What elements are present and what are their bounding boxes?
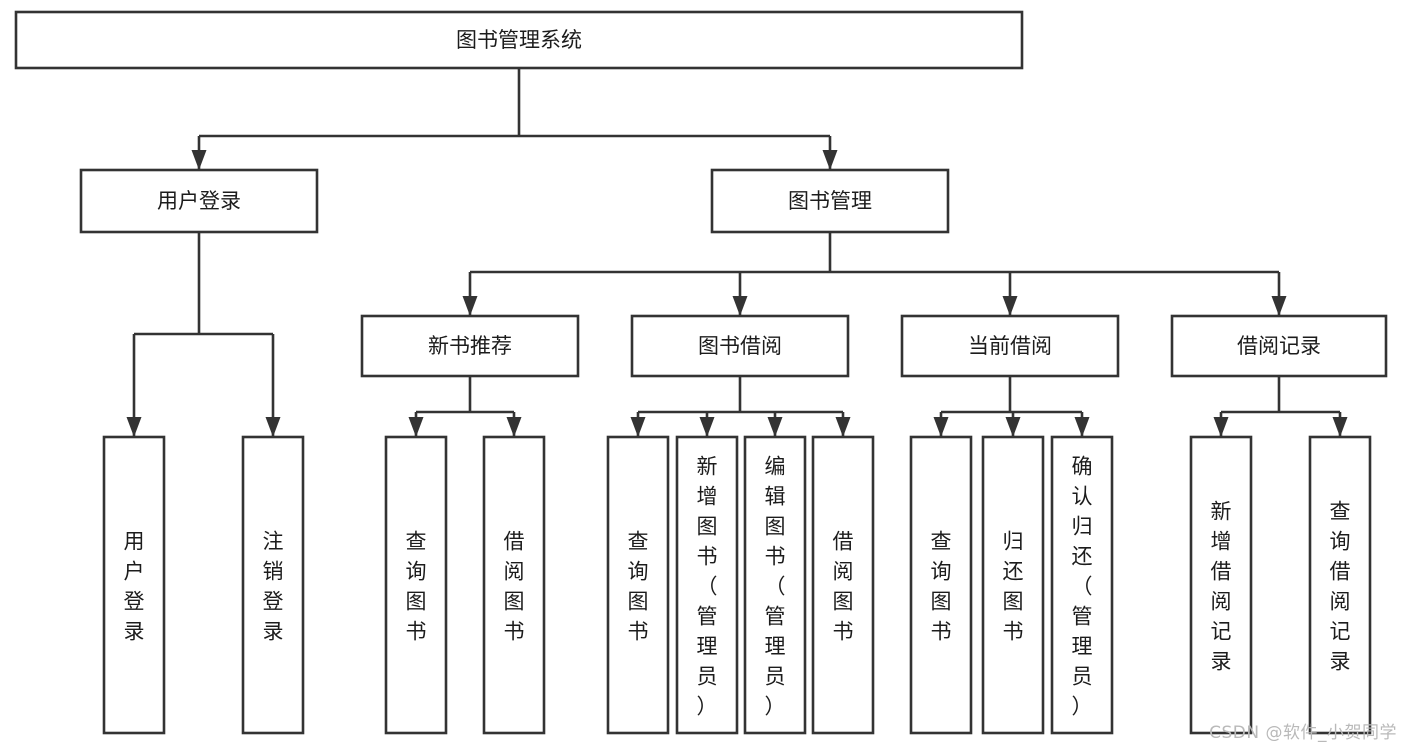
node-leaf-query-book-2[interactable]: 查询图书 bbox=[606, 435, 670, 735]
edge-arrowhead bbox=[1074, 417, 1090, 437]
node-box bbox=[710, 168, 950, 234]
node-label: 图书管理系统 bbox=[456, 28, 582, 52]
node-box bbox=[606, 435, 670, 735]
node-label: 借阅图书 bbox=[504, 529, 525, 643]
node-user-login[interactable]: 用户登录 bbox=[79, 168, 319, 234]
node-leaf-return-book[interactable]: 归还图书 bbox=[981, 435, 1045, 735]
node-label: 查询图书 bbox=[628, 529, 649, 643]
node-book-manage[interactable]: 图书管理 bbox=[710, 168, 950, 234]
edge-arrowhead bbox=[191, 150, 207, 170]
edge-arrowhead bbox=[408, 417, 424, 437]
node-label: 查询借阅记录 bbox=[1330, 499, 1351, 673]
node-box bbox=[360, 314, 580, 378]
node-label: 图书管理 bbox=[788, 189, 872, 213]
edge-arrowhead bbox=[933, 417, 949, 437]
edge-arrowhead bbox=[822, 150, 838, 170]
node-label: 新增借阅记录 bbox=[1211, 499, 1232, 673]
edge-arrowhead bbox=[1332, 417, 1348, 437]
node-book-borrow[interactable]: 图书借阅 bbox=[630, 314, 850, 378]
node-label: 查询图书 bbox=[931, 529, 952, 643]
node-label: 归还图书 bbox=[1003, 529, 1024, 643]
node-box bbox=[1189, 435, 1253, 735]
node-label: 注销登录 bbox=[263, 529, 284, 643]
node-box bbox=[79, 168, 319, 234]
node-label: 借阅记录 bbox=[1237, 334, 1321, 358]
node-leaf-query-book-1[interactable]: 查询图书 bbox=[384, 435, 448, 735]
node-box bbox=[1170, 314, 1388, 378]
node-leaf-add-record[interactable]: 新增借阅记录 bbox=[1189, 435, 1253, 735]
edge-arrowhead bbox=[126, 417, 142, 437]
node-label: 用户登录 bbox=[124, 529, 145, 643]
node-label: 确认归还（管理员） bbox=[1072, 454, 1093, 718]
edge-arrowhead bbox=[835, 417, 851, 437]
node-label: 编辑图书（管理员） bbox=[765, 454, 786, 718]
node-box bbox=[981, 435, 1045, 735]
node-new-book-rec[interactable]: 新书推荐 bbox=[360, 314, 580, 378]
edge-arrowhead bbox=[767, 417, 783, 437]
node-leaf-logout[interactable]: 注销登录 bbox=[241, 435, 305, 735]
edge-layer bbox=[126, 68, 1348, 437]
node-leaf-edit-book[interactable]: 编辑图书（管理员） bbox=[743, 435, 807, 735]
node-leaf-borrow-book-1[interactable]: 借阅图书 bbox=[482, 435, 546, 735]
watermark-label: CSDN @软件_小贺同学 bbox=[1209, 723, 1397, 743]
edge-arrowhead bbox=[1213, 417, 1229, 437]
node-label: 新增图书（管理员） bbox=[697, 454, 718, 718]
edge-arrowhead bbox=[630, 417, 646, 437]
node-box bbox=[900, 314, 1120, 378]
node-box bbox=[630, 314, 850, 378]
node-box bbox=[675, 435, 739, 735]
node-box bbox=[811, 435, 875, 735]
node-box bbox=[102, 435, 166, 735]
node-label: 借阅图书 bbox=[833, 529, 854, 643]
edge-arrowhead bbox=[1002, 296, 1018, 316]
node-leaf-query-record[interactable]: 查询借阅记录 bbox=[1308, 435, 1372, 735]
edge-arrowhead bbox=[699, 417, 715, 437]
node-box bbox=[1050, 435, 1114, 735]
node-label: 当前借阅 bbox=[968, 334, 1052, 358]
node-root[interactable]: 图书管理系统 bbox=[14, 10, 1024, 70]
node-box bbox=[1308, 435, 1372, 735]
node-leaf-borrow-book-2[interactable]: 借阅图书 bbox=[811, 435, 875, 735]
node-leaf-add-book[interactable]: 新增图书（管理员） bbox=[675, 435, 739, 735]
node-box bbox=[14, 10, 1024, 70]
node-box bbox=[482, 435, 546, 735]
edge-arrowhead bbox=[265, 417, 281, 437]
edge-arrowhead bbox=[462, 296, 478, 316]
node-borrow-record[interactable]: 借阅记录 bbox=[1170, 314, 1388, 378]
node-label: 查询图书 bbox=[406, 529, 427, 643]
node-box bbox=[909, 435, 973, 735]
node-box bbox=[384, 435, 448, 735]
edge-arrowhead bbox=[732, 296, 748, 316]
node-leaf-query-book-3[interactable]: 查询图书 bbox=[909, 435, 973, 735]
node-leaf-user-login[interactable]: 用户登录 bbox=[102, 435, 166, 735]
node-leaf-confirm-return[interactable]: 确认归还（管理员） bbox=[1050, 435, 1114, 735]
node-current-borrow[interactable]: 当前借阅 bbox=[900, 314, 1120, 378]
edge-arrowhead bbox=[1271, 296, 1287, 316]
node-layer: 图书管理系统用户登录图书管理新书推荐图书借阅当前借阅借阅记录用户登录注销登录查询… bbox=[14, 10, 1388, 735]
node-label: 用户登录 bbox=[157, 189, 241, 213]
edge-arrowhead bbox=[506, 417, 522, 437]
node-box bbox=[241, 435, 305, 735]
node-label: 图书借阅 bbox=[698, 334, 782, 358]
edge-arrowhead bbox=[1005, 417, 1021, 437]
node-box bbox=[743, 435, 807, 735]
node-label: 新书推荐 bbox=[428, 334, 512, 358]
